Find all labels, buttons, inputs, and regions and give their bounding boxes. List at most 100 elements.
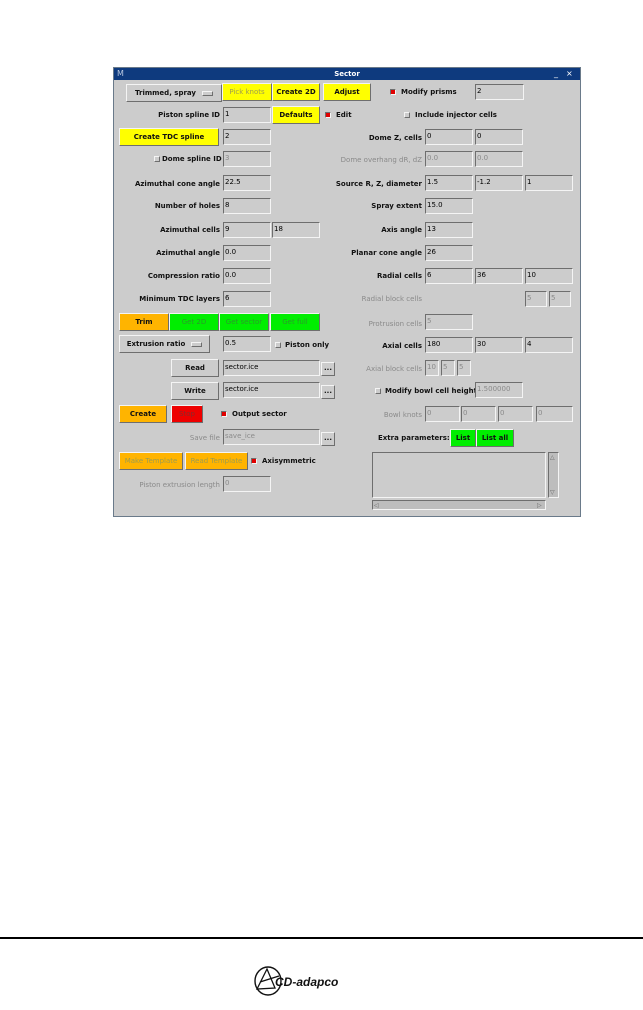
horizontal-scrollbar[interactable]: ◁ ▷ — [372, 500, 546, 510]
axisymmetric-checkbox[interactable] — [251, 458, 257, 464]
defaults-button[interactable]: Defaults — [272, 106, 320, 124]
footer-divider — [0, 937, 643, 939]
create-button[interactable]: Create — [119, 405, 167, 423]
create-tdc-spline-button[interactable]: Create TDC spline — [119, 128, 219, 146]
min-tdc-layers-input[interactable]: 6 — [223, 291, 271, 307]
spray-extent-input[interactable]: 15.0 — [425, 198, 473, 214]
tdc-spline-input[interactable]: 2 — [223, 129, 271, 145]
read-button[interactable]: Read — [171, 359, 219, 377]
logo-text: CD-adapco — [275, 975, 339, 989]
modify-bowl-checkbox[interactable] — [375, 388, 381, 394]
adjust-button[interactable]: Adjust — [323, 83, 371, 101]
axial-cells-input-1[interactable]: 180 — [425, 337, 473, 353]
radial-block-cells-input-1[interactable]: 5 — [525, 291, 547, 307]
azimuthal-cells-input-1[interactable]: 9 — [223, 222, 271, 238]
azimuthal-cells-input-2[interactable]: 18 — [272, 222, 320, 238]
azimuthal-angle-input[interactable]: 0.0 — [223, 245, 271, 261]
stop-button[interactable]: Stop — [171, 405, 203, 423]
scroll-right-icon[interactable]: ▷ — [537, 502, 542, 509]
piston-only-checkbox[interactable] — [275, 342, 281, 348]
write-browse-button[interactable]: ... — [321, 385, 335, 399]
radial-cells-input-1[interactable]: 6 — [425, 268, 473, 284]
save-file-input[interactable]: save_ice — [223, 429, 320, 445]
axial-block-cells-label: Axial block cells — [366, 365, 422, 373]
source-r-input[interactable]: 1.5 — [425, 175, 473, 191]
radial-cells-input-3[interactable]: 10 — [525, 268, 573, 284]
azimuthal-angle-label: Azimuthal angle — [156, 249, 220, 257]
mode-menu-button[interactable]: Trimmed, spray — [126, 84, 222, 102]
dome-overhang-dz-input[interactable]: 0.0 — [475, 151, 523, 167]
dome-spline-id-input[interactable]: 3 — [223, 151, 271, 167]
create-2d-button[interactable]: Create 2D — [272, 83, 320, 101]
axial-block-cells-input-3[interactable]: 5 — [457, 360, 471, 376]
read-template-button[interactable]: Read Template — [185, 452, 248, 470]
extrusion-menu-label: Extrusion ratio — [126, 340, 186, 348]
output-sector-checkbox[interactable] — [221, 411, 227, 417]
extrusion-menu-button[interactable]: Extrusion ratio — [119, 335, 210, 353]
protrusion-cells-input[interactable]: 5 — [425, 314, 473, 330]
protrusion-cells-label: Protrusion cells — [368, 320, 422, 328]
list-button[interactable]: List — [450, 429, 476, 447]
app-icon[interactable]: M — [117, 69, 124, 78]
bowl-knots-input-3[interactable]: 0 — [498, 406, 533, 422]
write-file-input[interactable]: sector.ice — [223, 382, 320, 398]
spray-extent-label: Spray extent — [371, 202, 422, 210]
read-file-input[interactable]: sector.ice — [223, 360, 320, 376]
scroll-down-icon[interactable]: ▽ — [550, 489, 555, 496]
list-all-button[interactable]: List all — [476, 429, 514, 447]
number-of-holes-label: Number of holes — [154, 202, 220, 210]
edit-checkbox[interactable] — [325, 112, 331, 118]
bowl-knots-input-2[interactable]: 0 — [461, 406, 496, 422]
radial-block-cells-label: Radial block cells — [361, 295, 422, 303]
dome-spline-checkbox[interactable] — [154, 156, 160, 162]
compression-ratio-input[interactable]: 0.0 — [223, 268, 271, 284]
axis-angle-label: Axis angle — [381, 226, 422, 234]
title-bar[interactable]: M Sector _ × — [114, 68, 580, 80]
planar-cone-angle-input[interactable]: 26 — [425, 245, 473, 261]
scroll-up-icon[interactable]: △ — [550, 454, 555, 461]
axis-angle-input[interactable]: 13 — [425, 222, 473, 238]
axial-block-cells-input-2[interactable]: 5 — [441, 360, 455, 376]
vertical-scrollbar[interactable]: △ ▽ — [548, 452, 559, 498]
make-template-button[interactable]: Make Template — [119, 452, 183, 470]
piston-extrusion-length-input[interactable]: 0 — [223, 476, 271, 492]
include-injector-checkbox[interactable] — [404, 112, 410, 118]
bowl-knots-input-1[interactable]: 0 — [425, 406, 460, 422]
write-button[interactable]: Write — [171, 382, 219, 400]
close-button[interactable]: × — [566, 69, 573, 78]
extra-parameters-text-area[interactable] — [372, 452, 546, 498]
radial-cells-input-2[interactable]: 36 — [475, 268, 523, 284]
dome-z-input[interactable]: 0 — [425, 129, 473, 145]
save-browse-button[interactable]: ... — [321, 432, 335, 446]
modify-prisms-checkbox[interactable] — [390, 89, 396, 95]
dome-cells-input[interactable]: 0 — [475, 129, 523, 145]
azimuthal-cone-angle-input[interactable]: 22.5 — [223, 175, 271, 191]
mode-menu-label: Trimmed, spray — [134, 89, 196, 97]
axial-cells-input-3[interactable]: 4 — [525, 337, 573, 353]
get-2d-button[interactable]: Get 2D — [169, 313, 219, 331]
bowl-knots-input-4[interactable]: 0 — [536, 406, 573, 422]
piston-spline-id-input[interactable]: 1 — [223, 107, 271, 123]
dome-overhang-dr-input[interactable]: 0.0 — [425, 151, 473, 167]
output-sector-label: Output sector — [232, 410, 287, 418]
edit-label: Edit — [336, 111, 352, 119]
azimuthal-cells-label: Azimuthal cells — [160, 226, 220, 234]
trim-button[interactable]: Trim — [119, 313, 169, 331]
read-browse-button[interactable]: ... — [321, 362, 335, 376]
source-diameter-input[interactable]: 1 — [525, 175, 573, 191]
minimize-button[interactable]: _ — [554, 69, 558, 78]
radial-block-cells-input-2[interactable]: 5 — [549, 291, 571, 307]
modify-prisms-input[interactable]: 2 — [475, 84, 524, 100]
number-of-holes-input[interactable]: 8 — [223, 198, 271, 214]
axial-cells-input-2[interactable]: 30 — [475, 337, 523, 353]
axial-block-cells-input-1[interactable]: 10 — [425, 360, 439, 376]
get-full-button[interactable]: Get full — [270, 313, 320, 331]
modify-bowl-input[interactable]: 1.500000 — [475, 382, 523, 398]
scroll-left-icon[interactable]: ◁ — [374, 502, 379, 509]
piston-spline-id-label: Piston spline ID — [158, 111, 220, 119]
pick-knots-button[interactable]: Pick knots — [222, 83, 272, 101]
radial-cells-label: Radial cells — [377, 272, 422, 280]
get-sector-button[interactable]: Get sector — [219, 313, 269, 331]
extrusion-ratio-input[interactable]: 0.5 — [223, 336, 271, 352]
source-z-input[interactable]: -1.2 — [475, 175, 523, 191]
